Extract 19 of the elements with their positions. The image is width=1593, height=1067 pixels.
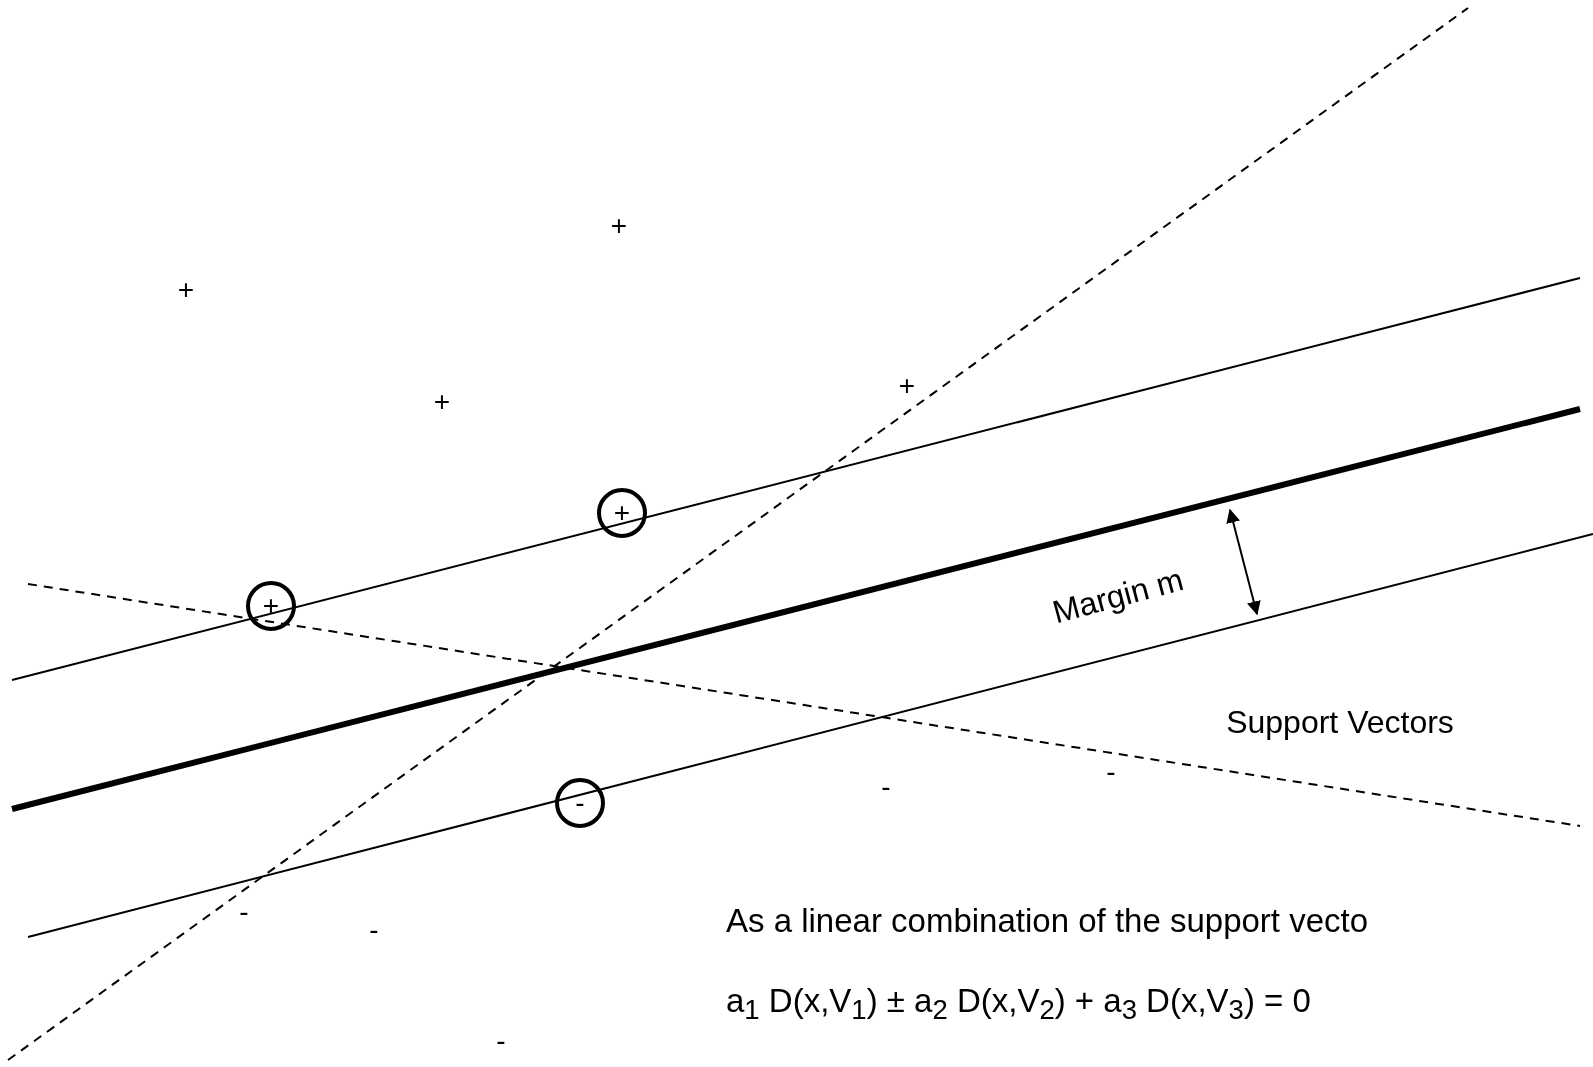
support-vector-circle	[597, 488, 647, 538]
class-mark: +	[262, 592, 280, 620]
class-mark: +	[433, 385, 451, 419]
class-mark: +	[898, 369, 916, 403]
equation: a$_{1}$ D(x,V$_{1}$) ± a$_{2}$ D(x,V$_{2}$) + a$_{3}$ D(x,V$_{3}$) = 0	[726, 981, 1311, 1027]
support-vectors-label: Support Vectors	[1226, 703, 1454, 741]
class-mark: -	[1106, 755, 1116, 789]
class-mark: +	[610, 209, 628, 243]
class-mark: -	[369, 913, 379, 947]
support-vector-circle	[246, 581, 296, 631]
margin-label: Margin m	[1048, 560, 1188, 632]
description-text: As a linear combination of the support vecto	[726, 902, 1369, 940]
class-mark: -	[575, 789, 585, 817]
support-vector-circle	[555, 778, 605, 828]
class-mark: +	[177, 273, 195, 307]
class-mark: +	[613, 499, 631, 527]
class-mark: -	[496, 1024, 506, 1058]
class-mark: -	[239, 895, 249, 929]
class-mark: -	[881, 770, 891, 804]
